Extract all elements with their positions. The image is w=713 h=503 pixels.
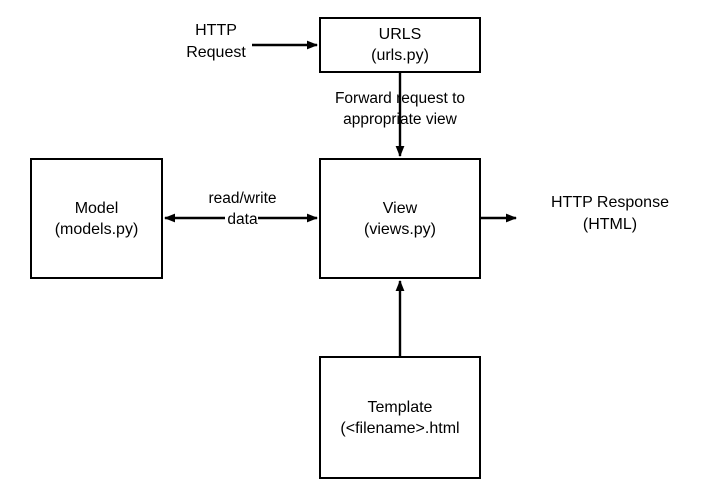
read-write-data-label-line2: data <box>227 211 258 228</box>
http-response-label: HTTP Response (HTML) <box>525 192 695 236</box>
urls-node[interactable]: URLS (urls.py) <box>319 17 481 73</box>
view-node-subtitle: (views.py) <box>363 220 436 238</box>
view-node-title: View <box>382 199 418 217</box>
template-node[interactable]: Template (<filename>.html <box>319 356 481 479</box>
template-node-subtitle: (<filename>.html <box>340 419 460 437</box>
http-request-label-line1: HTTP <box>195 22 237 39</box>
forward-request-label: Forward request to appropriate view <box>300 88 500 130</box>
http-response-label-line2: (HTML) <box>582 216 638 233</box>
read-write-data-label: read/write data <box>185 188 300 230</box>
view-node[interactable]: View (views.py) <box>319 158 481 279</box>
urls-node-title: URLS <box>378 26 422 43</box>
urls-node-subtitle: (urls.py) <box>371 47 429 64</box>
model-node[interactable]: Model (models.py) <box>30 158 163 279</box>
model-node-title: Model <box>74 199 119 217</box>
http-request-label: HTTP Request <box>161 20 271 64</box>
http-request-label-line2: Request <box>186 44 246 61</box>
forward-request-label-line2: appropriate view <box>343 111 457 128</box>
template-node-title: Template <box>367 398 433 416</box>
forward-request-label-line1: Forward request to <box>334 90 466 107</box>
model-node-subtitle: (models.py) <box>54 220 139 238</box>
read-write-data-label-line1: read/write <box>208 190 277 207</box>
http-response-label-line1: HTTP Response <box>551 194 669 211</box>
